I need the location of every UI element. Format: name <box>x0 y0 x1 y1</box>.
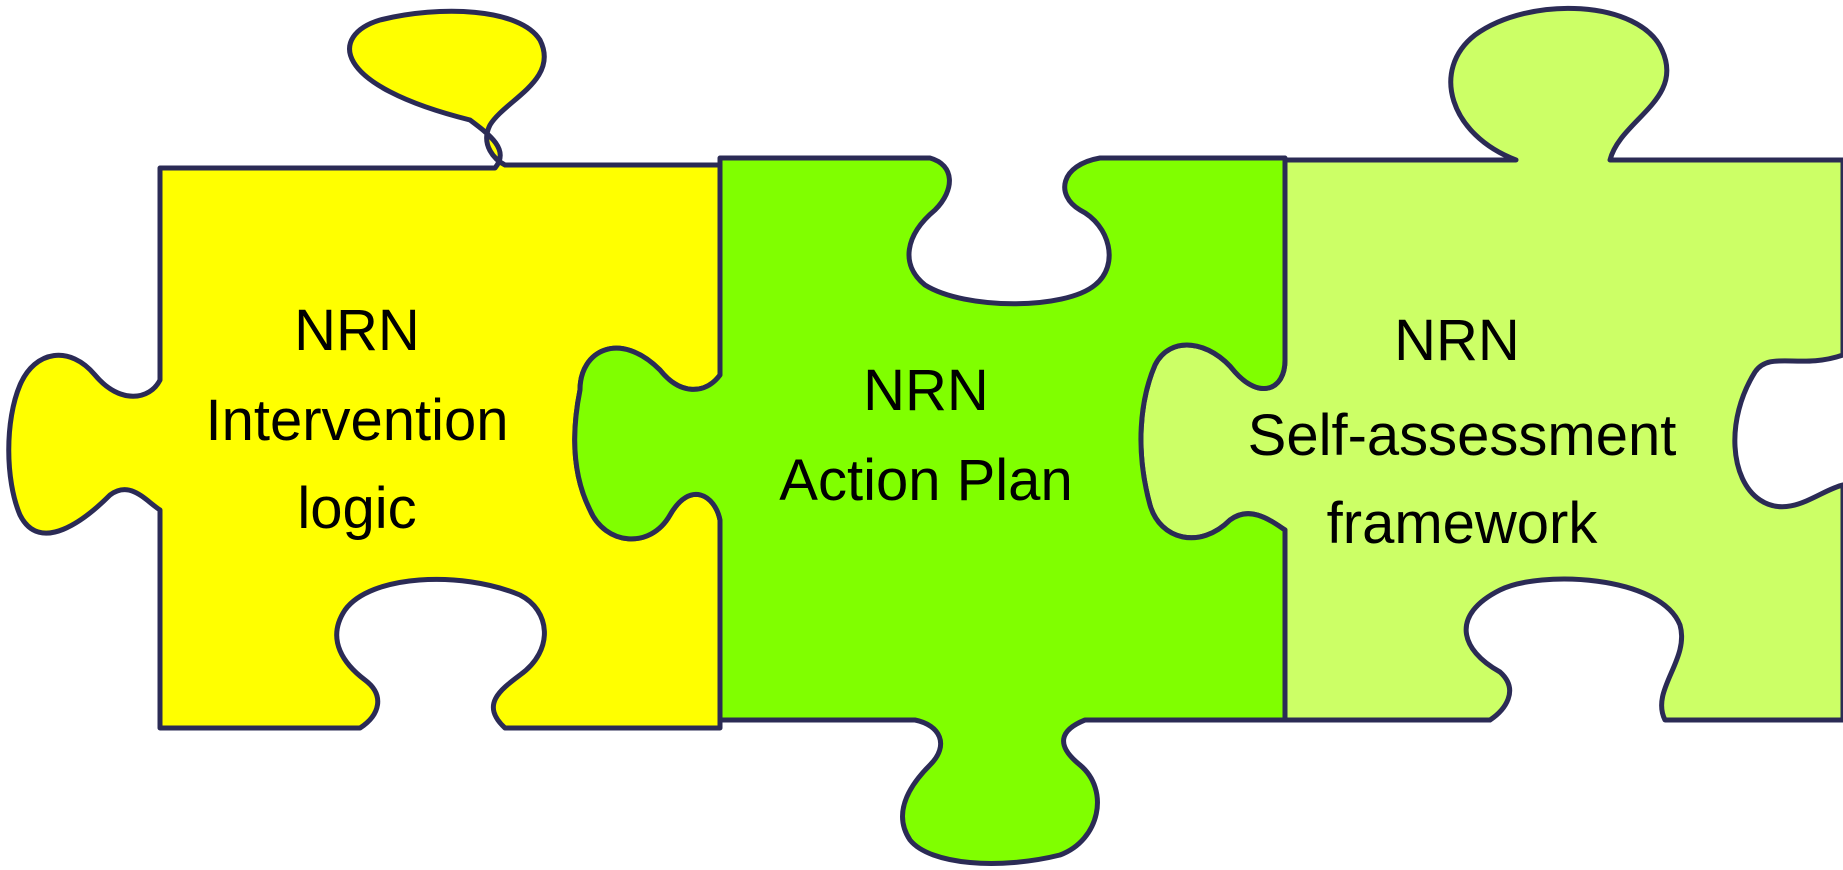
piece-3-line-1: NRN <box>1394 308 1520 373</box>
piece-1-line-2: Intervention <box>205 388 508 453</box>
piece-2-line-1: NRN <box>863 358 989 423</box>
puzzle-piece-action-plan <box>572 155 1288 866</box>
piece-3-line-3: framework <box>1327 491 1599 556</box>
piece-3-line-2: Self-assessment <box>1248 403 1677 468</box>
piece-1-line-1: NRN <box>294 298 420 363</box>
piece-labels: NRN Intervention logic NRN Action Plan N… <box>205 298 1676 556</box>
piece-2-line-2: Action Plan <box>779 448 1072 513</box>
piece-1-line-3: logic <box>297 476 416 541</box>
